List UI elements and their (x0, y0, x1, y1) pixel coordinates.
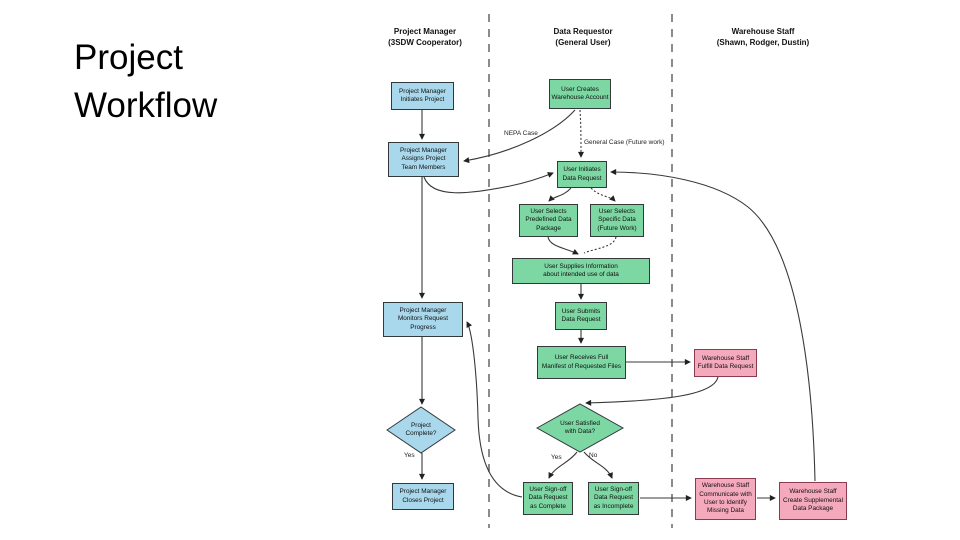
node-ws-create-supplemental: Warehouse Staff Create Supplemental Data… (779, 482, 847, 520)
node-user-selects-predefined: User Selects Predefined Data Package (519, 204, 578, 237)
edge-satisfied-no (583, 451, 613, 479)
node-pm-closes-project: Project Manager Closes Project (392, 483, 454, 510)
node-signoff-complete: User Sign-off Data Request as Complete (523, 482, 573, 515)
lane-header-warehouse-staff: Warehouse Staff (Shawn, Rodger, Dustin) (716, 27, 810, 47)
node-pm-assigns-team: Project Manager Assigns Project Team Mem… (388, 142, 459, 177)
node-project-complete-label: Project Complete? (405, 421, 437, 437)
edge-label-nepa-case: NEPA Case (504, 130, 538, 137)
lane-header-data-requestor: Data Requestor (General User) (553, 27, 613, 47)
decision-project-complete (386, 406, 456, 454)
edge-account-to-initiates-general (577, 109, 585, 158)
lane-header-project-manager: Project Manager (3SDW Cooperator) (388, 27, 462, 47)
edge-complete-to-monitors (466, 321, 523, 498)
edge-predefined-to-supplies (547, 236, 579, 255)
node-user-creates-account: User Creates Warehouse Account (549, 79, 611, 109)
edge-satisfied-yes (548, 451, 578, 479)
node-user-receives-manifest: User Receives Full Manifest of Requested… (537, 346, 626, 379)
node-user-selects-specific: User Selects Specific Data (Future Work) (590, 204, 644, 237)
edge-specific-to-supplies (583, 236, 617, 254)
edge-initiates-to-specific (590, 187, 616, 202)
node-signoff-incomplete: User Sign-off Data Request as Incomplete (588, 482, 639, 515)
node-user-initiates-request: User Initiates Data Request (557, 161, 607, 188)
edge-account-to-assigns-nepa (463, 109, 576, 164)
node-user-submits-request: User Submits Data Request (555, 302, 607, 330)
edge-fulfill-to-satisfied (585, 376, 719, 406)
node-pm-monitors-progress: Project Manager Monitors Request Progres… (383, 302, 463, 337)
edge-label-satisfied-no: No (589, 452, 598, 459)
node-ws-fulfill-request: Warehouse Staff Fulfill Data Request (694, 349, 757, 377)
edge-initiates-to-predefined (548, 187, 572, 202)
edge-label-general-case: General Case (Future work) (584, 139, 665, 146)
node-user-supplies-info: User Supplies Information about intended… (512, 258, 650, 284)
edge-label-satisfied-yes: Yes (551, 454, 562, 461)
node-ws-communicate-missing: Warehouse Staff Communicate with User to… (695, 478, 756, 520)
page-title: Project Workflow (74, 38, 218, 125)
edge-label-project-yes: Yes (404, 452, 415, 459)
edge-supplemental-to-initiates (610, 168, 816, 482)
decision-user-satisfied (535, 403, 625, 453)
node-user-satisfied-label: User Satisfied with Data? (560, 419, 600, 435)
edge-assigns-to-initiates (423, 172, 554, 194)
node-pm-initiates-project: Project Manager Initiates Project (391, 82, 454, 110)
